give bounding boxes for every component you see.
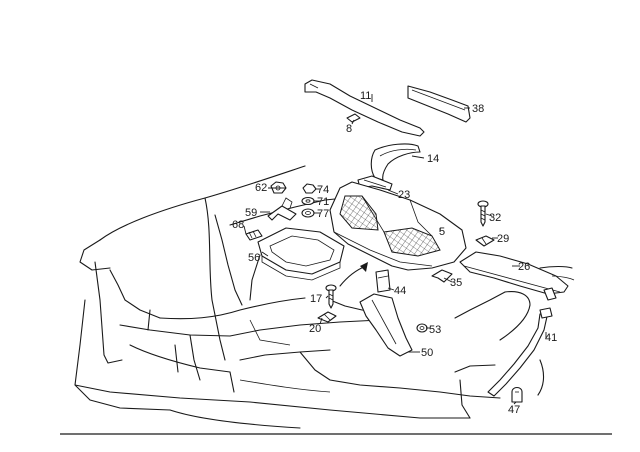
part-20-clip xyxy=(317,311,337,323)
label-part-20: 20 xyxy=(309,323,321,335)
label-part-26: 26 xyxy=(518,261,530,273)
label-part-17: 17 xyxy=(310,293,322,305)
label-part-32: 32 xyxy=(489,212,501,224)
part-17-screw xyxy=(325,284,337,309)
part-5-cowl-panel xyxy=(329,181,467,271)
label-part-53: 53 xyxy=(429,324,441,336)
label-part-68: 68 xyxy=(232,219,244,231)
part-32-screw xyxy=(477,200,489,227)
part-44-duct-connector xyxy=(375,269,391,293)
label-part-5: 5 xyxy=(439,226,445,238)
part-8-clip xyxy=(346,113,361,123)
part-68-clip xyxy=(245,229,263,241)
part-41-drain-hose xyxy=(487,307,553,397)
label-part-41: 41 xyxy=(545,332,557,344)
label-part-56: 56 xyxy=(248,252,260,264)
label-part-74: 74 xyxy=(317,184,329,196)
label-part-77: 77 xyxy=(317,208,329,220)
label-part-59: 59 xyxy=(245,207,257,219)
part-56-tray xyxy=(257,227,345,281)
part-53-grommet xyxy=(416,323,428,333)
label-part-62: 62 xyxy=(255,182,267,194)
part-47-hose-clamp xyxy=(511,386,523,403)
label-part-14: 14 xyxy=(427,153,439,165)
part-14-curved-seal xyxy=(370,143,421,181)
label-part-71: 71 xyxy=(317,196,329,208)
leader-lines xyxy=(243,94,547,405)
label-part-11: 11 xyxy=(360,90,371,102)
label-part-8: 8 xyxy=(346,123,352,135)
assembly-arrow xyxy=(339,262,368,287)
label-part-50: 50 xyxy=(421,347,433,359)
part-77-grommet xyxy=(301,208,315,218)
part-71-washer xyxy=(301,196,315,206)
part-11-cowl-strip xyxy=(304,79,425,137)
part-26-cowl-rail xyxy=(459,251,575,301)
part-labels: 11 38 8 14 62 74 71 77 23 59 68 32 5 29 … xyxy=(232,90,557,416)
part-59-bracket xyxy=(267,197,297,221)
label-part-23: 23 xyxy=(398,189,410,201)
part-38-cowl-strip xyxy=(407,85,471,123)
part-50-air-channel xyxy=(359,293,413,357)
label-part-38: 38 xyxy=(472,103,484,115)
part-62-nut xyxy=(270,181,287,194)
label-part-35: 35 xyxy=(450,277,462,289)
label-part-44: 44 xyxy=(394,285,406,297)
label-part-47: 47 xyxy=(508,404,520,416)
vehicle-body-outline xyxy=(74,165,545,429)
part-74-nut xyxy=(302,183,317,194)
label-part-29: 29 xyxy=(497,233,509,245)
part-29-clip xyxy=(475,235,495,247)
